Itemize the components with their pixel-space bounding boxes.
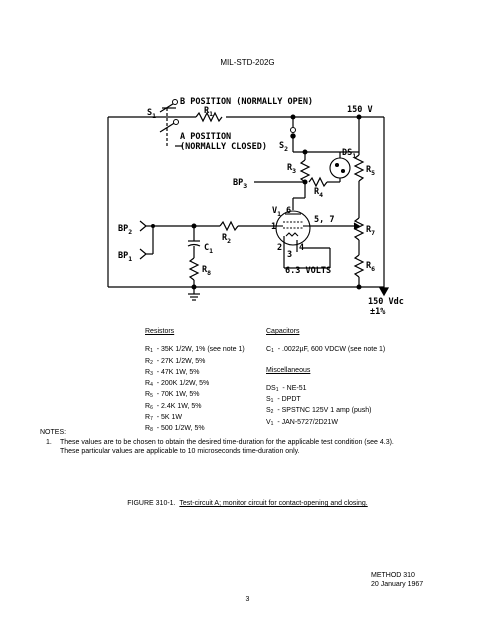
r1-label: R1 <box>204 106 213 118</box>
normally-closed-label: (NORMALLY CLOSED) <box>180 142 267 152</box>
bp3-label: BP3 <box>233 178 247 190</box>
figure-label: FIGURE 310-1. <box>127 500 176 507</box>
pin1-label: 1 <box>271 222 276 232</box>
c1-label: C1 <box>204 243 213 255</box>
s1-label: S1 <box>147 108 156 120</box>
resistors-heading: Resistors <box>145 328 175 335</box>
heater-volts-label: 6.3 VOLTS <box>285 266 331 276</box>
neon-lamp-icon <box>329 157 351 179</box>
pin6-label: 6 <box>286 206 291 216</box>
notes-heading: NOTES: <box>40 429 67 436</box>
pin57-label: 5, 7 <box>314 215 334 225</box>
output-vdc-label: 150 Vdc <box>368 297 404 307</box>
misc-item: V1 - JAN-5727/2D21W <box>266 418 339 427</box>
misc-item: S1 - DPDT <box>266 396 301 405</box>
diagram-labels: S1 B POSITION (NORMALLY OPEN) R1 150 V A… <box>118 97 404 317</box>
resistor-item: R1 - 35K 1/2W, 1% (see note 1) <box>145 346 245 355</box>
r8-label: R8 <box>202 265 211 277</box>
figure-caption: FIGURE 310-1. Test-circuit A; monitor ci… <box>0 500 495 507</box>
b-position-label: B POSITION (NORMALLY OPEN) <box>180 97 313 107</box>
page-number: 3 <box>245 596 250 603</box>
resistor-item: R4 - 200K 1/2W, 5% <box>145 380 210 389</box>
r6-label: R6 <box>366 261 375 273</box>
pin2-label: 2 <box>277 243 282 253</box>
ds1-label: DS1 <box>342 148 356 160</box>
vacuum-tube-icon <box>275 210 311 246</box>
s2-label: S2 <box>279 141 288 153</box>
junction-dots <box>151 99 362 290</box>
method-info: METHOD 310 20 January 1967 <box>371 571 423 589</box>
resistor-item: R5 - 70K 1W, 5% <box>145 391 200 400</box>
r3-label: R3 <box>287 163 296 175</box>
pin4-label: 4 <box>299 243 304 253</box>
capacitors-list: Capacitors C1 - .0022µF, 600 VDCW (see n… <box>266 327 486 429</box>
resistors-list: Resistors R1 - 35K 1/2W, 1% (see note 1)… <box>145 327 255 436</box>
notes-section: NOTES: 1. These values are to be chosen … <box>40 428 480 457</box>
miscellaneous-heading: Miscellaneous <box>266 366 311 374</box>
capacitors-heading: Capacitors <box>266 328 300 335</box>
resistor-item: R8 - 500 1/2W, 5% <box>145 425 205 434</box>
r4-label: R4 <box>314 187 323 199</box>
circuit-wires <box>107 101 390 301</box>
figure-title: Test-circuit A; monitor circuit for cont… <box>179 500 368 507</box>
misc-item: DS1 - NE-51 <box>266 384 307 393</box>
v1-label: V1 <box>272 206 281 218</box>
v150-label: 150 V <box>347 105 373 115</box>
r2-label: R2 <box>222 233 231 245</box>
method-date: 20 January 1967 <box>371 581 424 588</box>
bp1-label: BP1 <box>118 251 132 263</box>
r5-label: R5 <box>366 165 375 177</box>
resistor-item: R6 - 2.4K 1W, 5% <box>145 402 202 411</box>
document-header: MIL-STD-202G <box>220 58 275 67</box>
capacitor-item: C1 - .0022µF, 600 VDCW (see note 1) <box>266 346 386 355</box>
circuit-diagram: S1 B POSITION (NORMALLY OPEN) R1 150 V A… <box>107 97 404 317</box>
resistor-item: R2 - 27K 1/2W, 5% <box>145 357 206 366</box>
a-position-label: A POSITION <box>180 132 231 142</box>
resistor-item: R7 - 5K 1W <box>145 414 183 423</box>
method-number: METHOD 310 <box>371 572 415 579</box>
output-tolerance-label: ±1% <box>370 307 386 317</box>
note-1: 1. These values are to be chosen to obta… <box>46 438 394 456</box>
misc-item: S2 - SPSTNC 125V 1 amp (push) <box>266 407 372 416</box>
r7-label: R7 <box>366 225 375 237</box>
resistor-item: R3 - 47K 1W, 5% <box>145 368 200 377</box>
bp2-label: BP2 <box>118 224 132 236</box>
pin3-label: 3 <box>287 250 292 260</box>
